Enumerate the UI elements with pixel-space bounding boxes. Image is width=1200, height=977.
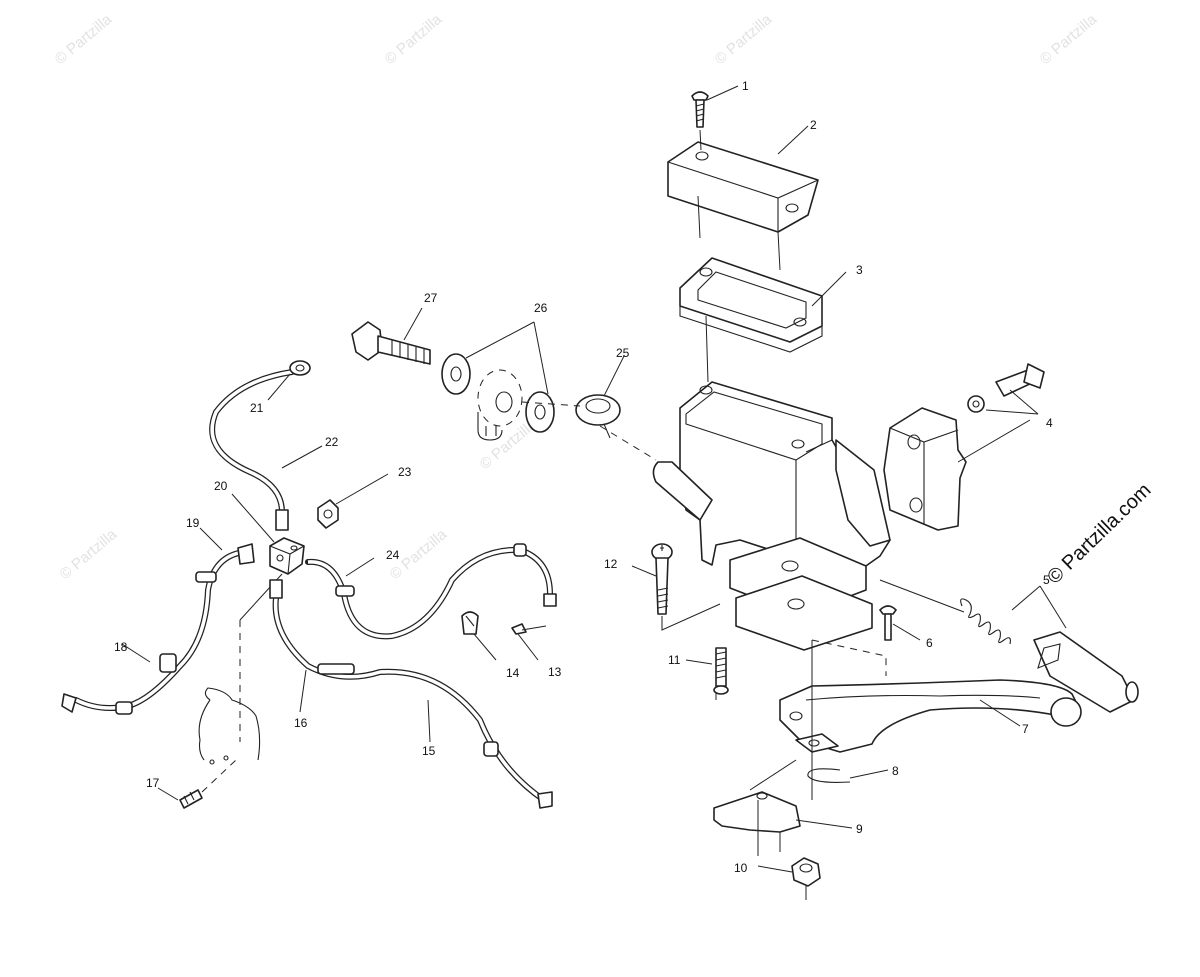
callout-20: 20 bbox=[214, 479, 228, 493]
connector-lines bbox=[715, 579, 965, 856]
callout-3: 3 bbox=[856, 263, 863, 277]
callout-1: 1 bbox=[742, 79, 749, 93]
callout-24: 24 bbox=[386, 548, 400, 562]
part-26-washers bbox=[441, 321, 581, 441]
callout-7: 7 bbox=[1022, 722, 1029, 736]
watermark: © Partzilla bbox=[57, 526, 121, 584]
watermark: © Partzilla bbox=[1037, 11, 1101, 69]
brand-watermark: © Partzilla.com bbox=[1043, 479, 1155, 588]
part-13-14-fittings bbox=[461, 611, 547, 661]
frame-cutaway bbox=[198, 687, 261, 765]
part-15-16-lower-hose bbox=[269, 579, 553, 809]
callout-21: 21 bbox=[250, 401, 264, 415]
part-9-pad bbox=[713, 791, 853, 833]
callout-11: 11 bbox=[668, 653, 681, 667]
part-23-fitting bbox=[317, 473, 389, 529]
callout-13: 13 bbox=[548, 665, 562, 679]
callout-4: 4 bbox=[1046, 416, 1053, 430]
part-4-clamp bbox=[883, 363, 1045, 531]
part-21-22-top-hose bbox=[209, 360, 323, 531]
part-17-screw bbox=[157, 759, 237, 809]
callout-25: 25 bbox=[616, 346, 630, 360]
part-7-brake-lever bbox=[779, 679, 1082, 753]
watermarks: © Partzilla © Partzilla © Partzilla © Pa… bbox=[52, 11, 1156, 589]
part-25-seal bbox=[575, 355, 625, 426]
callout-19: 19 bbox=[186, 516, 200, 530]
callout-5: 5 bbox=[1043, 573, 1050, 587]
callout-17: 17 bbox=[146, 776, 160, 790]
part-11-bolt bbox=[685, 647, 729, 695]
part-10-nut bbox=[757, 857, 821, 900]
callout-6: 6 bbox=[926, 636, 933, 650]
callout-15: 15 bbox=[422, 744, 436, 758]
part-24-right-hose bbox=[305, 543, 557, 640]
callout-12: 12 bbox=[604, 557, 618, 571]
part-3-gasket bbox=[679, 257, 847, 383]
watermark: © Partzilla bbox=[382, 11, 446, 69]
part-27-bolt bbox=[351, 307, 431, 365]
part-6-pin bbox=[879, 605, 921, 641]
master-cylinder-body bbox=[599, 381, 891, 651]
callout-9: 9 bbox=[856, 822, 863, 836]
callout-labels: 1 2 3 4 5 6 7 8 9 10 11 12 13 14 15 16 1… bbox=[114, 79, 1053, 875]
part-12-bolt bbox=[631, 543, 721, 631]
callout-26: 26 bbox=[534, 301, 548, 315]
part-1-screw bbox=[691, 85, 739, 128]
part-5-piston-assembly bbox=[960, 585, 1139, 713]
callout-14: 14 bbox=[506, 666, 520, 680]
watermark: © Partzilla bbox=[712, 11, 776, 69]
callout-23: 23 bbox=[398, 465, 412, 479]
callout-8: 8 bbox=[892, 764, 899, 778]
watermark: © Partzilla bbox=[52, 11, 116, 69]
part-18-19-left-hose bbox=[61, 527, 255, 715]
callout-22: 22 bbox=[325, 435, 339, 449]
callout-18: 18 bbox=[114, 640, 128, 654]
part-2-reservoir-cover bbox=[667, 125, 819, 271]
callout-27: 27 bbox=[424, 291, 438, 305]
callout-16: 16 bbox=[294, 716, 308, 730]
callout-2: 2 bbox=[810, 118, 817, 132]
part-8-spring bbox=[807, 768, 889, 783]
callout-10: 10 bbox=[734, 861, 748, 875]
